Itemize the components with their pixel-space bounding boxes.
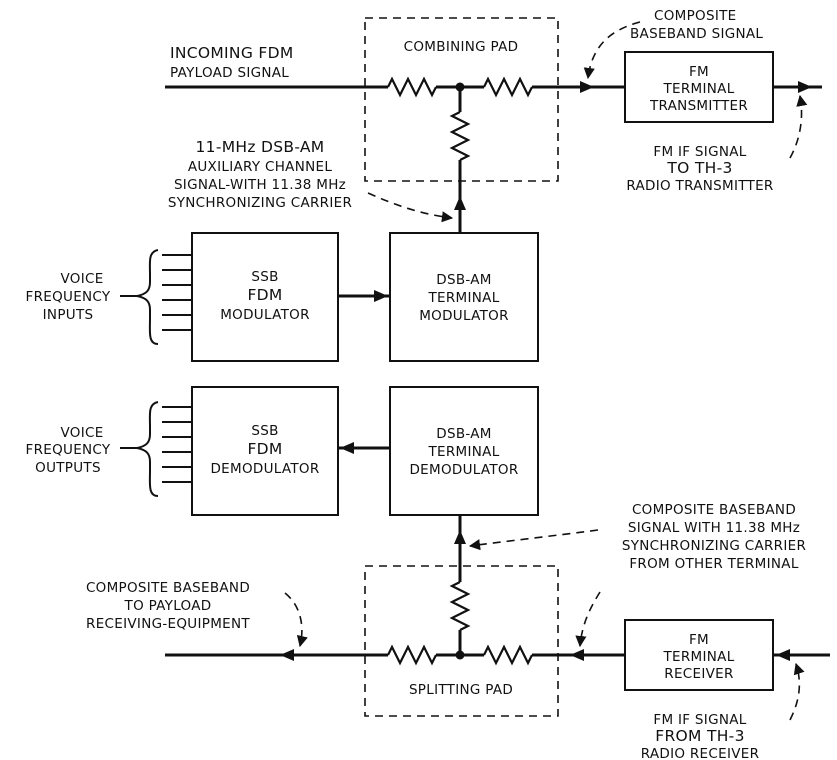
svg-text:FM IF SIGNAL: FM IF SIGNAL <box>653 712 746 728</box>
svg-text:AUXILIARY CHANNEL: AUXILIARY CHANNEL <box>188 159 332 175</box>
label-composite-baseband-with-sync: COMPOSITE BASEBAND SIGNAL WITH 11.38 MHz… <box>622 502 806 572</box>
combining-pad-border <box>364 17 559 182</box>
label-ssb-fdm-demodulator: SSB FDM DEMODULATOR <box>210 423 319 477</box>
label-dsb-am-terminal-modulator: DSB-AM TERMINAL MODULATOR <box>419 272 509 324</box>
svg-text:TERMINAL: TERMINAL <box>662 649 734 665</box>
label-composite-to-payload: COMPOSITE BASEBAND TO PAYLOAD RECEIVING-… <box>86 580 250 632</box>
svg-text:DEMODULATOR: DEMODULATOR <box>210 461 319 477</box>
label-dsb-am-terminal-demodulator: DSB-AM TERMINAL DEMODULATOR <box>409 426 518 478</box>
svg-text:VOICE: VOICE <box>60 425 103 441</box>
pointer-composite-with-sync <box>468 529 599 551</box>
svg-text:TERMINAL: TERMINAL <box>662 81 734 97</box>
label-ssb-fdm-modulator: SSB FDM MODULATOR <box>220 269 310 323</box>
label-aux-channel-signal: 11-MHz DSB-AM AUXILIARY CHANNEL SIGNAL-W… <box>168 138 352 211</box>
label-combining-pad: COMBINING PAD <box>404 39 519 55</box>
svg-text:FM IF SIGNAL: FM IF SIGNAL <box>653 144 746 160</box>
svg-text:MODULATOR: MODULATOR <box>220 307 310 323</box>
svg-text:FDM: FDM <box>247 440 282 458</box>
combining-pad-right-resistor <box>483 76 533 98</box>
combining-pad-left-resistor <box>387 76 437 98</box>
svg-text:RADIO RECEIVER: RADIO RECEIVER <box>641 746 760 760</box>
top-signal-line <box>165 81 625 93</box>
svg-text:FREQUENCY: FREQUENCY <box>26 442 111 458</box>
svg-text:TO TH-3: TO TH-3 <box>666 159 732 177</box>
svg-text:TERMINAL: TERMINAL <box>427 290 499 306</box>
splitting-pad-left-resistor <box>387 644 437 666</box>
label-fm-terminal-transmitter: FM TERMINAL TRANSMITTER <box>649 64 748 114</box>
svg-text:PAYLOAD SIGNAL: PAYLOAD SIGNAL <box>170 65 289 81</box>
svg-text:RECEIVING-EQUIPMENT: RECEIVING-EQUIPMENT <box>86 616 250 632</box>
svg-text:FM: FM <box>689 632 709 648</box>
splitting-pad-shunt-resistor <box>449 581 471 631</box>
svg-text:FROM TH-3: FROM TH-3 <box>655 727 744 745</box>
svg-text:FM: FM <box>689 64 709 80</box>
dsb-am-terminal-modulator-box <box>389 232 539 362</box>
svg-text:COMPOSITE BASEBAND: COMPOSITE BASEBAND <box>86 580 250 596</box>
svg-text:FREQUENCY: FREQUENCY <box>26 289 111 305</box>
svg-text:FROM OTHER TERMINAL: FROM OTHER TERMINAL <box>629 556 798 572</box>
label-fm-if-to-th3: FM IF SIGNAL TO TH-3 RADIO TRANSMITTER <box>626 144 773 194</box>
label-fm-if-from-th3: FM IF SIGNAL FROM TH-3 RADIO RECEIVER <box>641 712 760 760</box>
svg-text:COMPOSITE: COMPOSITE <box>654 8 737 24</box>
pointer-composite-baseband-top <box>583 21 641 80</box>
pointer-fm-if-to <box>789 94 808 159</box>
svg-text:MODULATOR: MODULATOR <box>419 308 509 324</box>
label-voice-frequency-outputs: VOICE FREQUENCY OUTPUTS <box>26 425 111 476</box>
dsb-am-terminal-demodulator-box <box>389 386 539 516</box>
label-splitting-pad: SPLITTING PAD <box>409 682 513 698</box>
splitting-pad-right-resistor <box>483 644 533 666</box>
svg-text:SSB: SSB <box>251 269 278 285</box>
pointer-fm-if-from <box>789 662 805 721</box>
svg-text:DSB-AM: DSB-AM <box>436 426 491 442</box>
splitting-pad-border <box>364 565 559 717</box>
label-voice-frequency-inputs: VOICE FREQUENCY INPUTS <box>26 271 111 323</box>
svg-text:TO PAYLOAD: TO PAYLOAD <box>124 598 212 614</box>
svg-text:INPUTS: INPUTS <box>43 307 94 323</box>
svg-text:SIGNAL WITH 11.38 MHz: SIGNAL WITH 11.38 MHz <box>628 520 800 536</box>
pointer-aux-channel <box>367 192 454 223</box>
label-composite-baseband-top: COMPOSITE BASEBAND SIGNAL <box>630 8 763 42</box>
fm-terminal-transmitter-box <box>624 51 774 123</box>
svg-text:FDM: FDM <box>247 286 282 304</box>
voice-frequency-input-lines <box>136 249 192 345</box>
svg-text:BASEBAND SIGNAL: BASEBAND SIGNAL <box>630 26 763 42</box>
label-incoming-fdm-payload: INCOMING FDM PAYLOAD SIGNAL <box>170 44 294 81</box>
svg-text:11-MHz DSB-AM: 11-MHz DSB-AM <box>196 138 325 156</box>
svg-text:RECEIVER: RECEIVER <box>664 666 733 682</box>
svg-text:OUTPUTS: OUTPUTS <box>35 460 101 476</box>
svg-text:SIGNAL-WITH 11.38 MHz: SIGNAL-WITH 11.38 MHz <box>174 177 346 193</box>
combining-pad-shunt-resistor <box>449 111 471 161</box>
svg-text:COMPOSITE BASEBAND: COMPOSITE BASEBAND <box>632 502 796 518</box>
svg-text:INCOMING FDM: INCOMING FDM <box>170 44 294 62</box>
label-fm-terminal-receiver: FM TERMINAL RECEIVER <box>662 632 734 682</box>
pointer-composite-to-payload <box>284 592 308 648</box>
voice-frequency-output-lines <box>136 401 192 497</box>
svg-text:VOICE: VOICE <box>60 271 103 287</box>
fm-terminal-receiver-box <box>624 619 774 691</box>
svg-text:SYNCHRONIZING CARRIER: SYNCHRONIZING CARRIER <box>168 195 352 211</box>
svg-text:TERMINAL: TERMINAL <box>427 444 499 460</box>
bottom-signal-line <box>165 649 625 661</box>
svg-text:DEMODULATOR: DEMODULATOR <box>409 462 518 478</box>
svg-text:DSB-AM: DSB-AM <box>436 272 491 288</box>
svg-text:TRANSMITTER: TRANSMITTER <box>649 98 748 114</box>
svg-text:SYNCHRONIZING CARRIER: SYNCHRONIZING CARRIER <box>622 538 806 554</box>
pointer-composite-from-other <box>575 591 601 648</box>
svg-text:RADIO TRANSMITTER: RADIO TRANSMITTER <box>626 178 773 194</box>
svg-text:SSB: SSB <box>251 423 278 439</box>
